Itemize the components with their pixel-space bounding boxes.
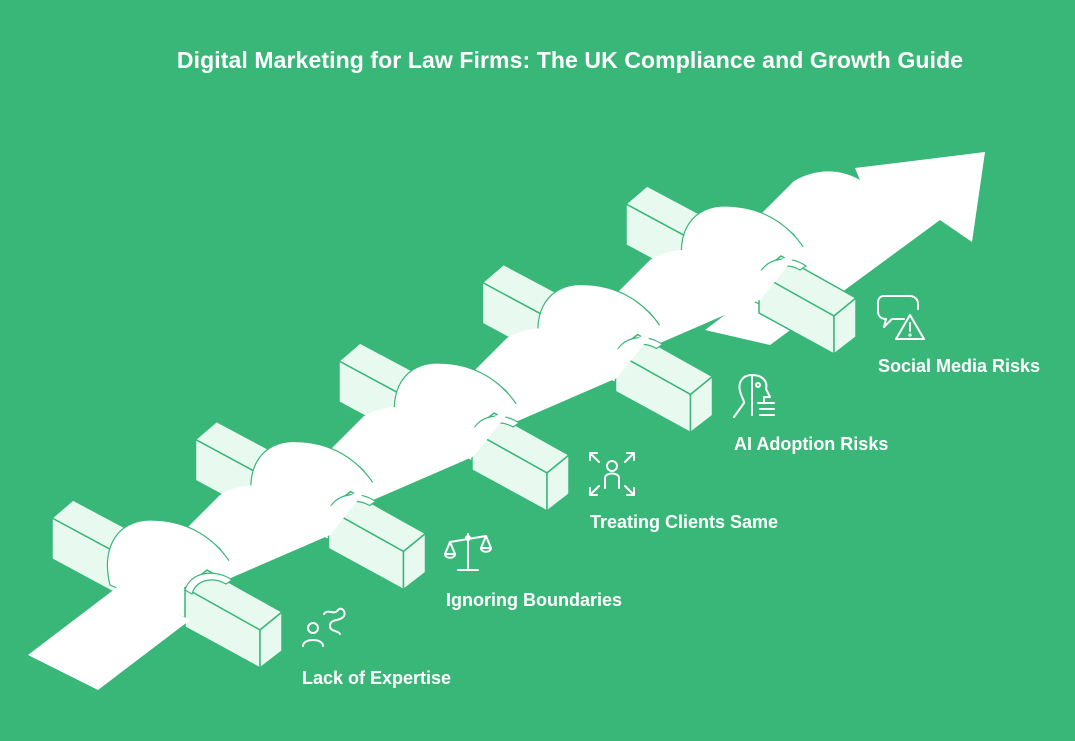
ribbon-flat	[323, 406, 514, 522]
ribbon-segment	[681, 171, 904, 286]
ribbon-segment	[107, 485, 330, 600]
chat-warning-icon	[877, 295, 925, 340]
ribbon-lip	[184, 572, 234, 595]
step-unit	[481, 249, 801, 435]
front-block-side	[546, 453, 570, 513]
ribbon-flat	[180, 485, 370, 600]
ribbon-flat	[610, 249, 801, 365]
scales-icon	[444, 533, 492, 571]
front-block-side	[259, 610, 283, 670]
step-label-social-media-risks: Social Media Risks	[878, 356, 1041, 376]
step-unit	[624, 171, 944, 356]
person-focus-icon	[589, 452, 635, 496]
step-unit	[50, 485, 370, 670]
step-label-lack-of-expertise: Lack of Expertise	[302, 668, 452, 688]
ribbon-segment	[394, 328, 617, 443]
ribbon-flat	[754, 171, 944, 286]
ai-head-icon	[733, 374, 775, 418]
ribbon-flat	[467, 328, 657, 443]
step-label-treating-clients-same: Treating Clients Same	[590, 512, 779, 532]
front-block-side	[833, 296, 857, 356]
front-block-side	[689, 374, 714, 435]
step-label-ai-adoption-risks: AI Adoption Risks	[734, 434, 889, 454]
path-start	[28, 585, 190, 690]
person-path-icon	[302, 607, 346, 647]
page-title: Digital Marketing for Law Firms: The UK …	[176, 47, 964, 73]
step-label-ignoring-boundaries: Ignoring Boundaries	[446, 590, 623, 610]
front-block-side	[402, 531, 427, 592]
ribbon-segment	[537, 249, 761, 365]
ribbon-segment	[250, 406, 474, 522]
